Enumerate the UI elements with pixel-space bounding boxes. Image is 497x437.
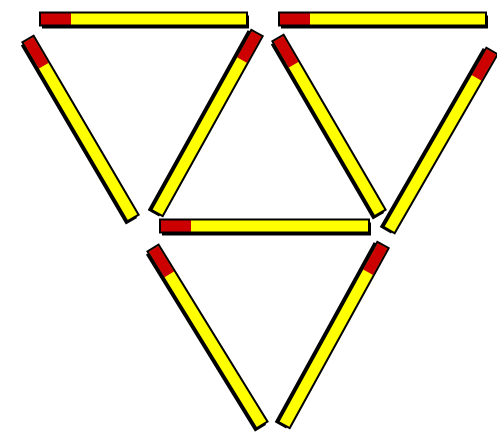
match-bottom-left-diagonal[interactable] (145, 245, 269, 432)
match-middle-horizontal[interactable] (160, 220, 371, 236)
match-top-right[interactable] (279, 13, 488, 29)
match-bottom-right-diagonal[interactable] (275, 240, 389, 429)
match-center-triangle-right[interactable] (270, 35, 387, 220)
match-head (161, 221, 191, 232)
matchstick-body (160, 220, 369, 233)
match-head (41, 14, 71, 25)
matchstick-body (279, 13, 486, 26)
match-left-inner-diagonal[interactable] (148, 28, 263, 218)
match-top-left[interactable] (40, 13, 249, 29)
match-head (280, 14, 310, 25)
match-right-outer-diagonal[interactable] (380, 46, 497, 235)
matchstick-body (40, 13, 247, 26)
match-left-outer-diagonal[interactable] (20, 36, 140, 225)
